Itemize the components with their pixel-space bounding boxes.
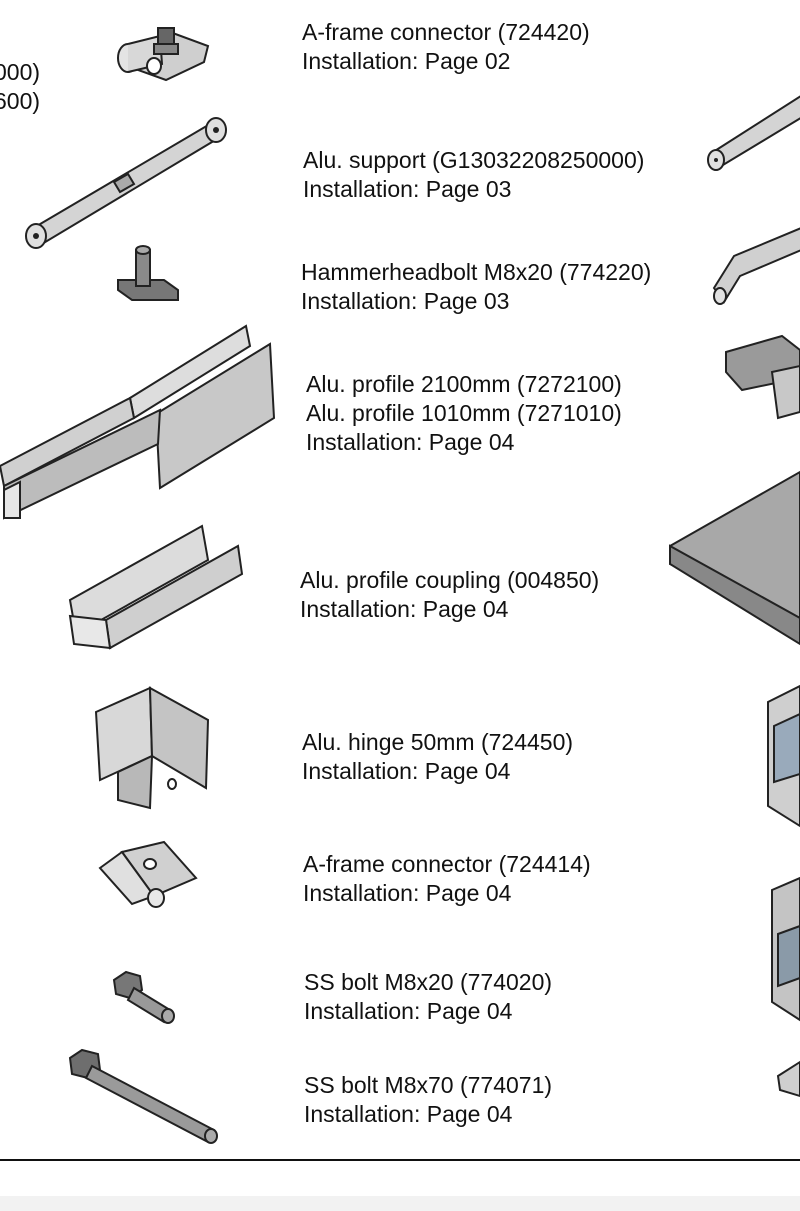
part-description: SS bolt M8x20 (774020) Installation: Pag… xyxy=(304,968,552,1026)
part-name: SS bolt M8x70 (774071) xyxy=(304,1072,553,1098)
right-profile-end-fragment-2 xyxy=(771,876,800,1022)
right-profile-end-fragment xyxy=(767,684,800,828)
a-frame-connector-clamp-icon xyxy=(117,27,210,82)
hammerhead-bolt-icon xyxy=(117,245,179,301)
installation-page: Installation: Page 02 xyxy=(302,48,511,74)
right-support-bar-fragment xyxy=(707,95,800,171)
installation-page: Installation: Page 04 xyxy=(306,429,515,455)
right-panel-fragment xyxy=(669,470,800,646)
alu-support-bar-icon xyxy=(25,117,227,249)
left-fragment-line: 600) xyxy=(0,88,41,114)
left-fragment-text: 000) 600) xyxy=(0,58,40,116)
profile-coupling-icon xyxy=(68,524,244,650)
installation-page: Installation: Page 04 xyxy=(304,998,513,1024)
part-description: A-frame connector (724420) Installation:… xyxy=(302,18,590,76)
long-bolt-icon xyxy=(68,1048,218,1144)
part-description: Hammerheadbolt M8x20 (774220) Installati… xyxy=(301,258,651,316)
part-description: SS bolt M8x70 (774071) Installation: Pag… xyxy=(304,1071,552,1129)
part-name: A-frame connector (724414) xyxy=(303,851,591,877)
installation-page: Installation: Page 04 xyxy=(303,880,512,906)
part-name: Alu. profile coupling (004850) xyxy=(300,567,600,593)
part-description: A-frame connector (724414) Installation:… xyxy=(303,850,591,908)
right-bracket-fragment xyxy=(776,1060,800,1098)
installation-page: Installation: Page 03 xyxy=(303,176,512,202)
part-name: Alu. support (G13032208250000) xyxy=(303,147,645,173)
alu-profile-rails-icon xyxy=(0,324,276,520)
left-fragment-line: 000) xyxy=(0,59,41,85)
short-bolt-icon xyxy=(112,970,175,1024)
installation-page: Installation: Page 03 xyxy=(301,288,510,314)
part-description: Alu. support (G13032208250000) Installat… xyxy=(303,146,644,204)
part-description: Alu. profile 2100mm (7272100) Alu. profi… xyxy=(306,370,622,457)
part-name: Hammerheadbolt M8x20 (774220) xyxy=(301,259,652,285)
part-name: SS bolt M8x20 (774020) xyxy=(304,969,553,995)
part-name: Alu. profile 2100mm (7272100) xyxy=(306,371,622,397)
right-bent-bar-fragment xyxy=(712,227,800,305)
part-name-secondary: Alu. profile 1010mm (7271010) xyxy=(306,400,622,426)
bottom-divider xyxy=(0,1159,800,1161)
part-description: Alu. profile coupling (004850) Installat… xyxy=(300,566,599,624)
installation-page: Installation: Page 04 xyxy=(300,596,509,622)
installation-page: Installation: Page 04 xyxy=(302,758,511,784)
part-description: Alu. hinge 50mm (724450) Installation: P… xyxy=(302,728,573,786)
right-clamp-fragment xyxy=(725,334,800,420)
page-footer-strip xyxy=(0,1196,800,1211)
installation-page: Installation: Page 04 xyxy=(304,1101,513,1127)
part-name: A-frame connector (724420) xyxy=(302,19,590,45)
part-name: Alu. hinge 50mm (724450) xyxy=(302,729,574,755)
alu-hinge-icon xyxy=(94,686,210,810)
a-frame-connector-plate-icon xyxy=(98,840,198,908)
